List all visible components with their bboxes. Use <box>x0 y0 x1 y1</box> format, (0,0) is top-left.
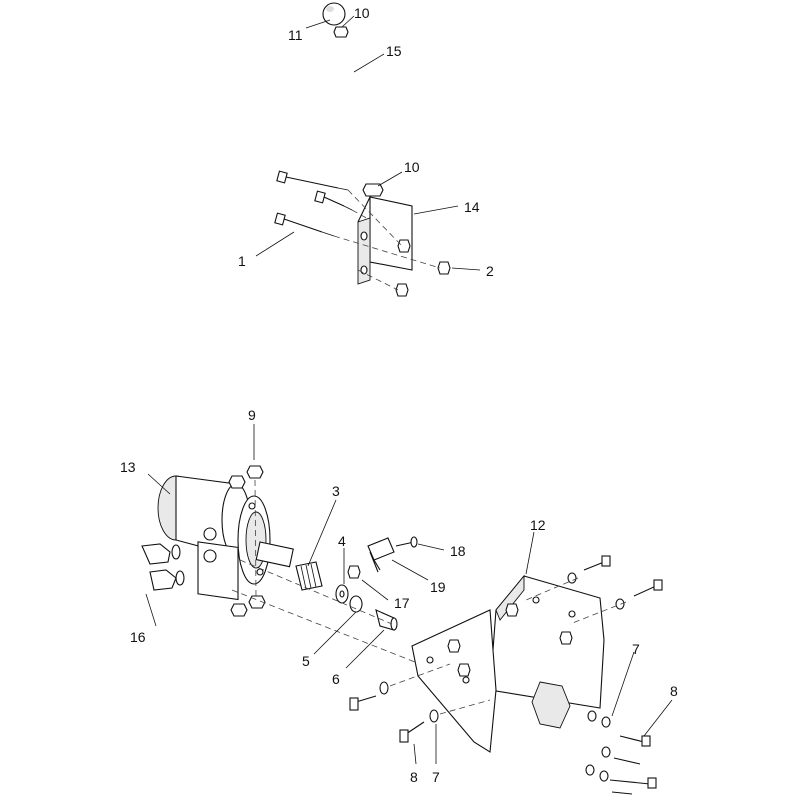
bolt-right-4 <box>601 746 641 765</box>
motor-mount-bracket <box>411 574 605 753</box>
bolt-upper-c <box>274 212 335 237</box>
bolt-right-3 <box>587 710 651 747</box>
coupler-nut <box>349 595 363 613</box>
bracket-nut-a <box>505 603 519 617</box>
motor-nut-top <box>246 465 264 479</box>
hydraulic-motor <box>157 475 294 601</box>
callout-7-bottom: 7 <box>432 769 440 785</box>
shaft-coupler <box>295 561 323 591</box>
callout-5: 5 <box>302 653 310 669</box>
jam-nut-top <box>333 26 349 38</box>
bolt-upper-a <box>276 170 349 191</box>
hydraulic-fittings <box>141 543 185 591</box>
callout-12: 12 <box>530 517 546 533</box>
motor-nut-bottom-b <box>248 595 266 609</box>
bolt-right-6 <box>611 791 633 795</box>
callout-2: 2 <box>486 263 494 279</box>
bolt-right-2 <box>615 579 663 610</box>
clevis <box>367 537 395 573</box>
locknut-a <box>397 239 411 253</box>
locknut-c <box>395 283 409 297</box>
callout-15: 15 <box>386 43 402 59</box>
callout-14: 14 <box>464 199 480 215</box>
motor-nut-bottom <box>230 603 248 617</box>
callout-11: 11 <box>288 27 303 43</box>
callout-10-top: 10 <box>354 5 370 21</box>
callout-10-lower: 10 <box>404 159 420 175</box>
callout-16: 16 <box>130 629 146 645</box>
coupler-bolt <box>375 609 398 631</box>
clevis-pin <box>395 536 418 548</box>
callout-7-right: 7 <box>632 641 640 657</box>
bolt-right-1 <box>567 555 611 584</box>
bolt-left-2 <box>399 709 439 743</box>
bolt-left-1 <box>349 681 389 711</box>
linkage-nut <box>347 565 361 579</box>
motor-nut-top-b <box>228 475 246 489</box>
bolt-upper-b <box>314 190 353 211</box>
washer <box>335 584 349 604</box>
callout-3: 3 <box>332 483 340 499</box>
locknut-b <box>437 261 451 275</box>
callout-1: 1 <box>238 253 246 269</box>
bolt-right-5 <box>585 764 657 789</box>
callout-19: 19 <box>430 579 446 595</box>
leader-lines <box>145 15 673 765</box>
callout-13: 13 <box>120 459 136 475</box>
callout-4: 4 <box>338 533 346 549</box>
bracket-nut-b <box>559 631 573 645</box>
motor-assembly <box>141 465 663 795</box>
callout-9: 9 <box>248 407 256 423</box>
callout-8-bottom: 8 <box>410 769 418 785</box>
lever-knob <box>322 2 346 26</box>
bracket-nut-d <box>457 663 471 677</box>
callout-labels: 11 10 15 10 14 1 2 9 13 3 4 18 19 17 12 … <box>120 5 678 785</box>
bracket-nut-c <box>447 639 461 653</box>
lever-rod <box>338 39 374 181</box>
jam-nut-lower <box>362 183 384 197</box>
callout-8-right: 8 <box>670 683 678 699</box>
control-lever-assembly <box>274 2 451 297</box>
callout-17: 17 <box>394 595 410 611</box>
callout-6: 6 <box>332 671 340 687</box>
callout-18: 18 <box>450 543 466 559</box>
